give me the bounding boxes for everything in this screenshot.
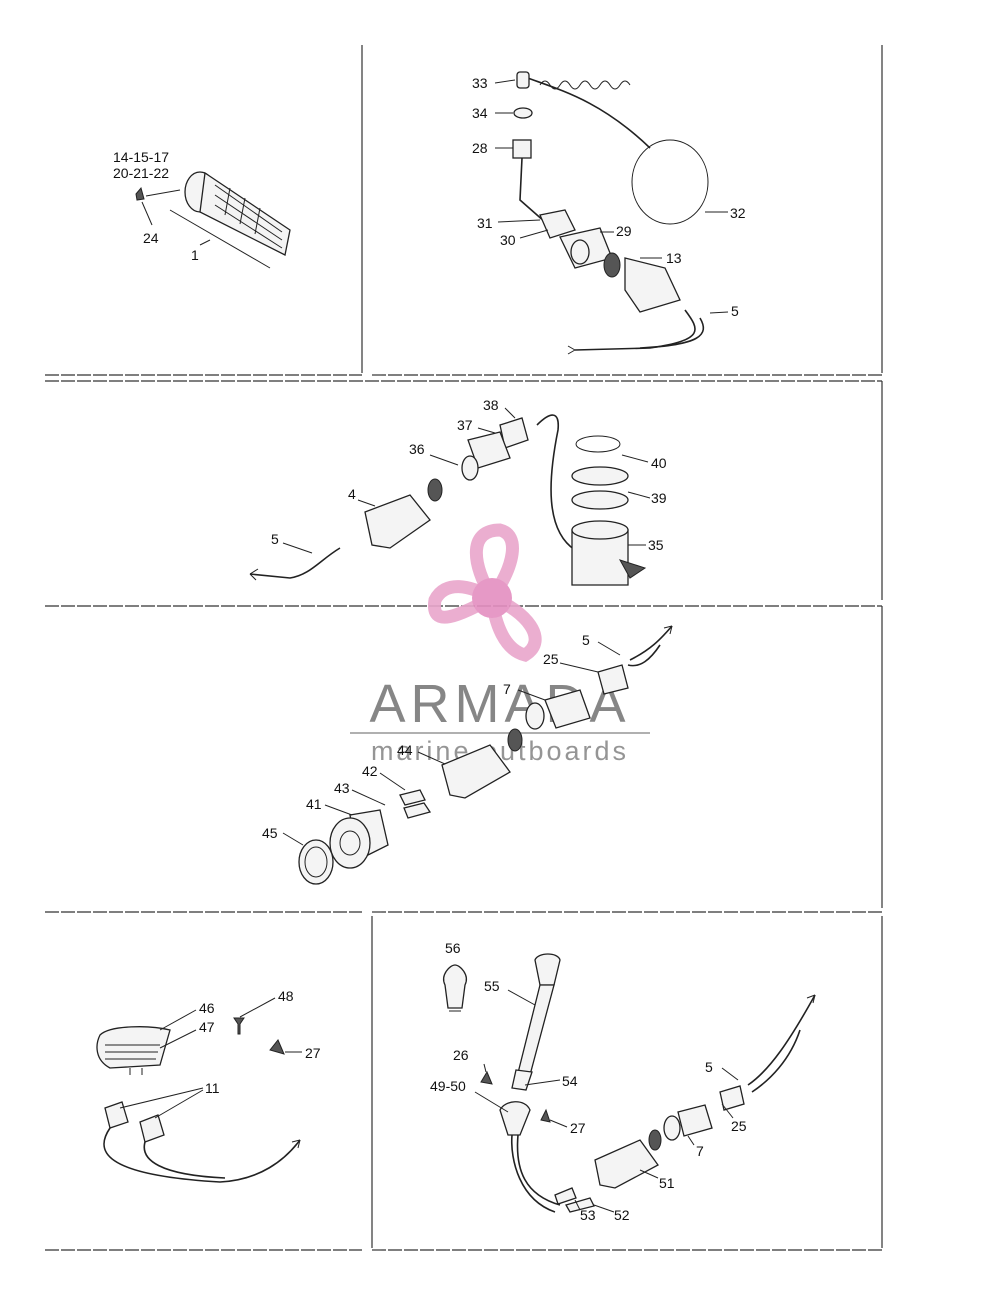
callout-label: 31 xyxy=(477,215,493,231)
panel-light-pole: 56 55 26 54 49-50 27 5 25 7 51 53 52 xyxy=(430,940,816,1223)
panel-plug-clips: 48 46 47 27 11 xyxy=(96,988,321,1183)
callout-label: 26 xyxy=(453,1047,469,1063)
callout-label: 42 xyxy=(362,763,378,779)
callout-label: 25 xyxy=(543,651,559,667)
callout-label: 47 xyxy=(199,1019,215,1035)
callout-label: 5 xyxy=(731,303,739,319)
watermark-brand: ARMADA xyxy=(369,674,630,734)
callout-label: 38 xyxy=(483,397,499,413)
callout-label: 20-21-22 xyxy=(113,165,169,181)
callout-label: 29 xyxy=(616,223,632,239)
panel-handle-grip: 14-15-17 20-21-22 24 1 xyxy=(113,149,291,269)
callout-label: 5 xyxy=(705,1059,713,1075)
callout-label: 34 xyxy=(472,105,488,121)
callout-label: 32 xyxy=(730,205,746,221)
callout-label: 11 xyxy=(205,1080,220,1096)
callout-label: 7 xyxy=(503,681,511,697)
callout-label: 40 xyxy=(651,455,667,471)
grip-part xyxy=(184,171,291,256)
callout-label: 41 xyxy=(306,796,322,812)
callout-label: 36 xyxy=(409,441,425,457)
callout-label: 48 xyxy=(278,988,294,1004)
panel-socket: 5 25 7 44 42 43 41 45 xyxy=(262,625,673,885)
callout-label: 46 xyxy=(199,1000,215,1016)
callout-label: 33 xyxy=(472,75,488,91)
panel-kill-switch: 33 34 28 32 31 29 30 13 5 xyxy=(472,71,746,355)
callout-label: 5 xyxy=(271,531,279,547)
callout-label: 4 xyxy=(348,486,356,502)
callout-label: 37 xyxy=(457,417,473,433)
callout-label: 30 xyxy=(500,232,516,248)
callout-label: 52 xyxy=(614,1207,630,1223)
callout-label: 55 xyxy=(484,978,500,994)
callout-label: 1 xyxy=(191,247,199,263)
callout-label: 44 xyxy=(397,742,413,758)
propeller-logo-icon xyxy=(427,523,542,662)
callout-label: 14-15-17 xyxy=(113,149,169,165)
callout-label: 56 xyxy=(445,940,461,956)
panel-frames xyxy=(45,45,883,1251)
callout-label: 54 xyxy=(562,1073,578,1089)
screw-part xyxy=(135,186,145,201)
callout-label: 25 xyxy=(731,1118,747,1134)
callout-label: 39 xyxy=(651,490,667,506)
callout-label: 13 xyxy=(666,250,682,266)
callout-label: 35 xyxy=(648,537,664,553)
callout-label: 45 xyxy=(262,825,278,841)
callout-label: 49-50 xyxy=(430,1078,466,1094)
callout-label: 43 xyxy=(334,780,350,796)
callout-label: 53 xyxy=(580,1207,596,1223)
panel-fuel-primer: 38 37 36 40 39 4 5 35 xyxy=(249,397,667,586)
callout-label: 24 xyxy=(143,230,159,246)
callout-label: 27 xyxy=(305,1045,321,1061)
callout-label: 27 xyxy=(570,1120,586,1136)
callout-label: 5 xyxy=(582,632,590,648)
callout-label: 51 xyxy=(659,1175,675,1191)
armada-watermark: ARMADA marine outboards xyxy=(350,523,650,766)
callout-label: 7 xyxy=(696,1143,704,1159)
callout-label: 28 xyxy=(472,140,488,156)
